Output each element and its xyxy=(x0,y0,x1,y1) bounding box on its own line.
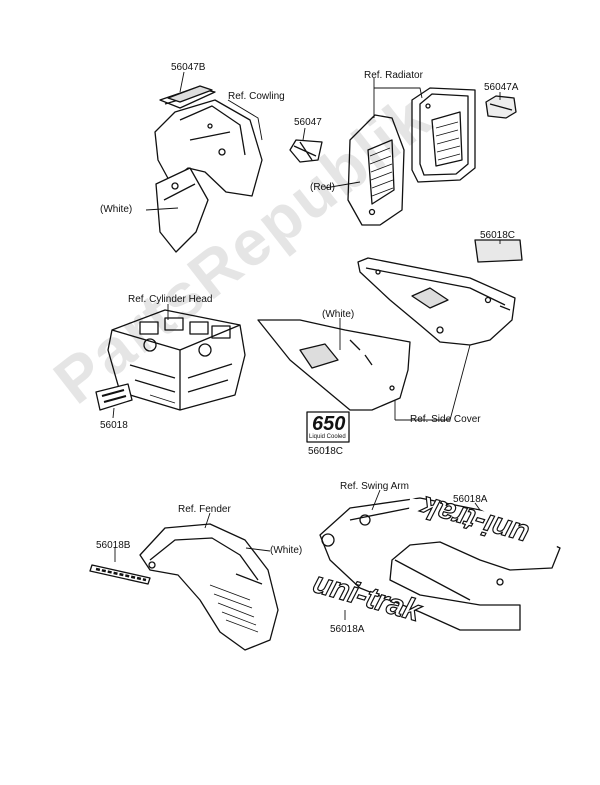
badge-650 xyxy=(306,411,350,443)
label-red: (Red) xyxy=(310,182,336,193)
label-56018c-top: 56018C xyxy=(480,230,516,241)
badge-650-text: 650 xyxy=(312,413,346,435)
cylinder-head-drawing xyxy=(107,309,246,411)
radiator-shroud-drawing xyxy=(347,87,476,226)
label-white-side-cover: (White) xyxy=(322,309,355,320)
decal-56018a-top xyxy=(408,498,560,552)
decal-56047 xyxy=(289,139,323,163)
fender-drawing xyxy=(139,523,279,651)
label-ref-side-cover: Ref. Side Cover xyxy=(410,414,481,425)
cowling-drawing xyxy=(154,87,263,253)
label-56018: 56018 xyxy=(100,420,128,431)
label-56047: 56047 xyxy=(294,117,322,128)
decal-56047b xyxy=(167,85,213,103)
label-white-fender: (White) xyxy=(270,545,303,556)
side-cover-right-drawing xyxy=(357,257,516,346)
decal-56018 xyxy=(95,383,133,411)
side-cover-left-drawing xyxy=(257,319,411,411)
label-56018a-top: 56018A xyxy=(453,494,488,505)
label-ref-cowling: Ref. Cowling xyxy=(228,91,285,102)
label-56047b: 56047B xyxy=(171,62,206,73)
label-56018a-bottom: 56018A xyxy=(330,624,365,635)
label-ref-fender: Ref. Fender xyxy=(178,504,231,515)
label-ref-swing-arm: Ref. Swing Arm xyxy=(340,481,409,492)
label-56018c-mid: 56018C xyxy=(308,446,344,457)
label-white-cowling: (White) xyxy=(100,204,133,215)
label-56047a: 56047A xyxy=(484,82,519,93)
decal-56018c-top xyxy=(474,239,523,263)
leader-lines xyxy=(112,71,501,620)
decal-56047a xyxy=(485,95,517,119)
label-ref-radiator: Ref. Radiator xyxy=(364,70,423,81)
label-56018b: 56018B xyxy=(96,540,131,551)
label-ref-cylinder-head: Ref. Cylinder Head xyxy=(128,294,213,305)
badge-650-subtext: Liquid Cooled xyxy=(309,434,346,440)
decal-56018b xyxy=(89,564,151,585)
